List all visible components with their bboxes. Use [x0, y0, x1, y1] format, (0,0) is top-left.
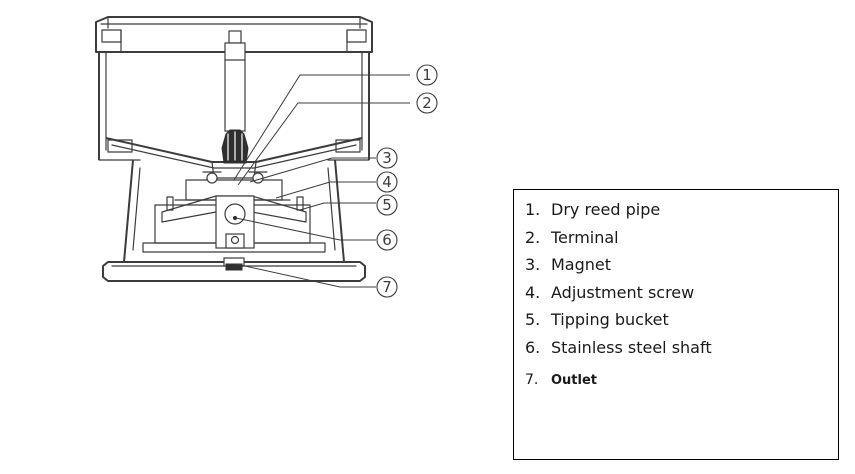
rain-gauge-drawing: 1 2 3 4 5 6 7 — [95, 16, 438, 298]
legend-item-number: 2. — [525, 227, 541, 247]
legend-item-label: Outlet — [551, 372, 598, 388]
legend-item: 6. Stainless steel shaft — [525, 337, 838, 365]
legend-item-label: Stainless steel shaft — [551, 337, 712, 357]
legend-item: 4. Adjustment screw — [525, 282, 838, 310]
callout-1-label: 1 — [422, 66, 432, 84]
legend-item-number: 4. — [525, 282, 541, 302]
callout-4: 4 — [376, 171, 398, 193]
legend-list: 1. Dry reed pipe 2. Terminal 3. Magnet 4. Ad… — [514, 190, 838, 396]
legend-item: 1. Dry reed pipe — [525, 199, 838, 227]
legend-item-number: 5. — [525, 310, 541, 330]
legend-item: 7. Outlet — [525, 369, 838, 397]
callout-5: 5 — [376, 194, 398, 216]
leader-lines — [233, 74, 410, 288]
legend-item-number: 7. — [525, 371, 539, 388]
callout-3: 3 — [376, 147, 398, 169]
callout-1: 1 — [416, 64, 438, 86]
legend-item: 2. Terminal — [525, 227, 838, 255]
legend-item-label: Dry reed pipe — [551, 200, 661, 219]
callout-7-label: 7 — [382, 278, 392, 296]
callout-7: 7 — [376, 276, 398, 298]
legend-item-label: Adjustment screw — [551, 282, 695, 302]
callout-2: 2 — [416, 92, 438, 114]
callout-3-label: 3 — [382, 149, 392, 167]
legend-item-number: 6. — [525, 337, 541, 357]
callout-4-label: 4 — [382, 173, 392, 191]
callout-6-label: 6 — [382, 231, 392, 249]
legend-item-number: 1. — [525, 200, 541, 219]
callout-6: 6 — [376, 229, 398, 251]
legend-item-label: Tipping bucket — [551, 310, 669, 330]
callout-5-label: 5 — [382, 196, 392, 214]
legend-item: 5. Tipping bucket — [525, 309, 838, 337]
legend-item-label: Terminal — [551, 227, 619, 247]
rain-gauge-svg: 1 2 3 4 5 6 7 — [95, 16, 438, 298]
tipping-bucket — [161, 171, 307, 249]
legend-item-number: 3. — [525, 255, 541, 275]
legend-item: 3. Magnet — [525, 254, 838, 282]
legend-item-label: Magnet — [551, 255, 612, 275]
collector-body — [98, 51, 370, 161]
bottom-plate — [102, 257, 366, 282]
filter-pipe — [221, 30, 249, 164]
callout-2-label: 2 — [422, 94, 432, 112]
legend-box: 1. Dry reed pipe 2. Terminal 3. Magnet 4. Ad… — [513, 189, 839, 460]
collector-rim — [95, 16, 373, 53]
